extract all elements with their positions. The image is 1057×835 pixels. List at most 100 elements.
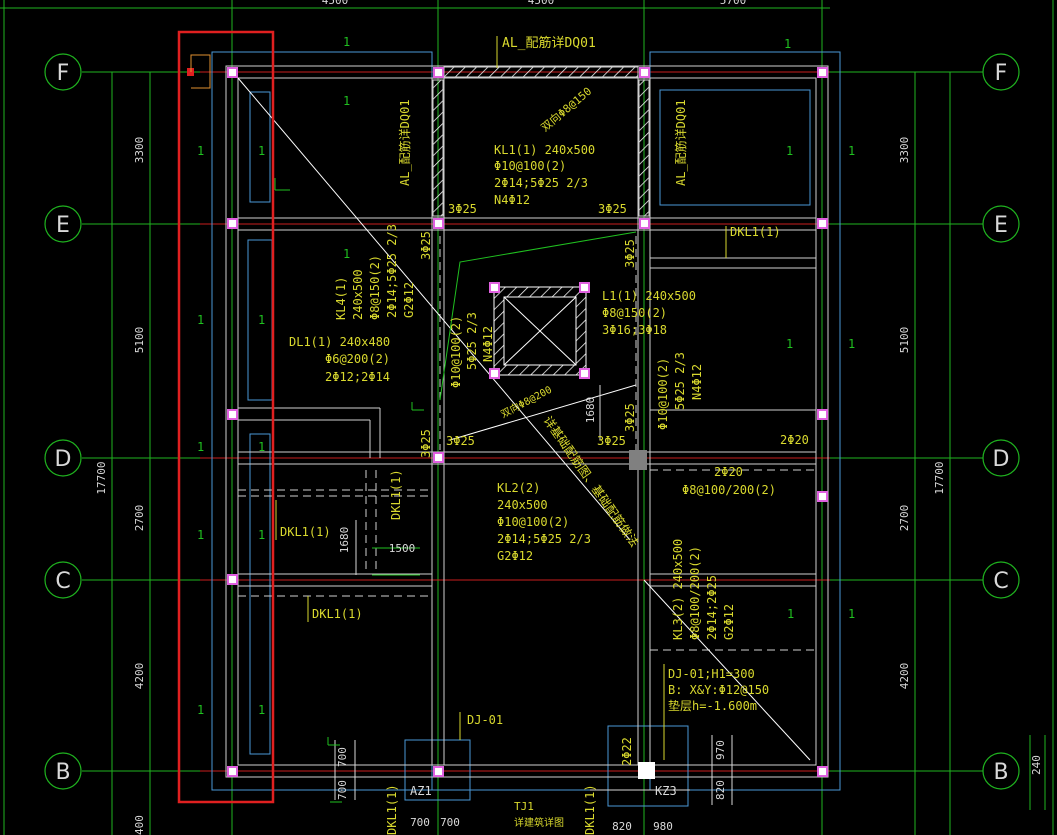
dim-stair-h: 1680 [584, 397, 597, 424]
column-kz3 [638, 762, 655, 779]
dim-vpair-r1: 970 [714, 740, 727, 760]
dim-bottom-2: 700 [440, 816, 460, 829]
label-dkl1-vert: DKL1(1) [389, 469, 403, 520]
label-kl4-2: 240x500 [351, 269, 365, 320]
rebar-mark-2: 1 [258, 144, 265, 158]
label-kl1-4: N4Φ12 [494, 193, 530, 207]
label-kl3-4: G2Φ12 [722, 604, 736, 640]
axis-label-right-d: D [993, 447, 1010, 472]
label-kl2-2: 240x500 [497, 498, 548, 512]
dim-bottom-4: 980 [653, 820, 673, 833]
label-dkl1-vbl: DKL1(1) [385, 784, 399, 835]
column-d-mid [629, 450, 647, 470]
label-dl1-2: Φ6@200(2) [325, 352, 390, 366]
label-dkl1-mid: DKL1(1) [312, 607, 363, 621]
dim-right-4: 4200 [898, 663, 911, 690]
dim-left-2: 5100 [133, 327, 146, 354]
rebar-mark-ticks [274, 178, 424, 803]
axis-bubble-right-c [982, 561, 1020, 599]
dim-left-bottom: 400 [133, 815, 146, 835]
beam-centerlines [200, 71, 830, 772]
rebar-mark-15: 1 [786, 337, 793, 351]
axis-label-left-c: C [55, 569, 70, 594]
rebar-mark-12: 1 [258, 703, 265, 717]
green-leader [372, 231, 637, 576]
rebar-mark-14: 1 [848, 144, 855, 158]
rebar-mark-16: 1 [848, 337, 855, 351]
label-dl1-3: 2Φ12;2Φ14 [325, 370, 390, 384]
label-3phi25-v1: 3Φ25 [419, 231, 433, 260]
label-dl1-1: DL1(1) 240x480 [289, 335, 390, 349]
rebar-mark-10: 1 [258, 528, 265, 542]
label-kl4-4: 2Φ14;5Φ25 2/3 [385, 224, 399, 318]
dim-vpair-r2: 820 [714, 780, 727, 800]
hatched-beams [432, 66, 650, 217]
label-kl3-3: 2Φ14;2Φ25 [705, 575, 719, 640]
dim-top-2: 4500 [528, 0, 555, 7]
dim-bottom-1: 700 [410, 816, 430, 829]
dim-top-3: 5700 [720, 0, 747, 7]
label-al-left: AL_配筋详DQ01 [397, 99, 412, 186]
label-tj1-1: TJ1 [514, 800, 534, 813]
dim-top-1: 4500 [322, 0, 349, 7]
axis-bubble-right-f [982, 53, 1020, 91]
rebar-mark-3: 1 [343, 94, 350, 108]
dim-right-2: 5100 [898, 327, 911, 354]
selection-highlight-box[interactable] [177, 30, 275, 804]
axis-bubble-left-d [44, 439, 82, 477]
axis-bubble-left-b [44, 752, 82, 790]
diagonal-leaders [237, 77, 811, 761]
rebar-mark-20: 1 [784, 37, 791, 51]
label-vmid-1: Φ10@100(2) [656, 358, 670, 430]
label-vleft-1: Φ10@100(2) [449, 316, 463, 388]
rebar-mark-9: 1 [197, 528, 204, 542]
rebar-mark-7: 1 [197, 440, 204, 454]
label-dj-bottom: DJ-01 [467, 713, 503, 727]
label-kl1-1: KL1(1) 240x500 [494, 143, 595, 157]
axis-label-left-b: B [55, 760, 70, 785]
dim-left-3: 2700 [133, 505, 146, 532]
dim-stair-w: 1500 [389, 542, 416, 555]
label-3phi25-v3: 3Φ25 [419, 429, 433, 458]
label-kl1-2: Φ10@100(2) [494, 159, 566, 173]
left-dimensions: 3300 5100 2700 4200 17700 400 [95, 137, 146, 835]
dim-far-right: 240 [1030, 755, 1043, 775]
label-3phi25-2: 3Φ25 [598, 202, 627, 216]
label-kl3-1: KL3(2) 240x500 [671, 539, 685, 640]
rebar-mark-6: 1 [343, 35, 350, 49]
label-al-top: AL_配筋详DQ01 [502, 35, 596, 51]
stair-opening [493, 286, 587, 376]
rebar-mark-17: 1 [787, 607, 794, 621]
label-kl1-3: 2Φ14;5Φ25 2/3 [494, 176, 588, 190]
axis-bubble-right-d [982, 439, 1020, 477]
label-dkl1-left: DKL1(1) [280, 525, 331, 539]
label-kl4-1: KL4(1) [334, 277, 348, 320]
label-kl4-3: Φ8@150(2) [368, 255, 382, 320]
dim-left-4: 4200 [133, 663, 146, 690]
label-vleft-3: N4Φ12 [481, 326, 495, 362]
dim-right-1: 3300 [898, 137, 911, 164]
label-kl2-5: G2Φ12 [497, 549, 533, 563]
label-l1-1: L1(1) 240x500 [602, 289, 696, 303]
label-3phi25-v2: 3Φ25 [623, 239, 637, 268]
label-kl2-4: 2Φ14;5Φ25 2/3 [497, 532, 591, 546]
label-vmid-3: N4Φ12 [690, 364, 704, 400]
label-al-right: AL_配筋详DQ01 [673, 99, 688, 186]
axis-label-left-e: E [56, 213, 70, 238]
bottom-dimensions: 700 700 820 980 700 700 970 820 1680 168… [336, 397, 727, 833]
axis-label-left-d: D [55, 447, 72, 472]
wall-outlines [225, 65, 829, 778]
dim-vpair-l1: 700 [336, 747, 349, 767]
label-beam-d-right-1: 2Φ20 [714, 465, 743, 479]
dim-stair-v: 1680 [338, 527, 351, 554]
axis-bubble-left-e [44, 205, 82, 243]
label-l1-3: 3Φ16;3Φ18 [602, 323, 667, 337]
label-kl4-5: G2Φ12 [402, 282, 416, 318]
right-dimensions: 3300 5100 2700 4200 17700 240 [898, 137, 1043, 775]
dim-bottom-3: 820 [612, 820, 632, 833]
rebar-mark-8: 1 [258, 440, 265, 454]
dim-ticks [334, 385, 733, 805]
